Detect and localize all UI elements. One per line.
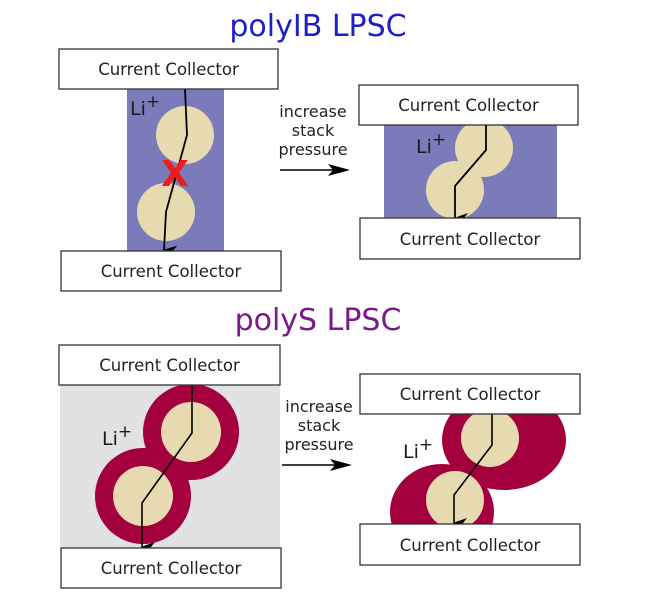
active-particle <box>426 471 484 524</box>
li-ion-label: Li+ <box>416 130 446 158</box>
transition-line-2: stack <box>292 121 335 140</box>
bottom-current-collector <box>60 250 282 292</box>
transition-line-1: increase <box>285 397 352 416</box>
ion-path-arrow <box>453 414 493 528</box>
ion-path-arrow <box>163 88 188 256</box>
bottom-current-collector <box>359 217 581 260</box>
polys-before-cell: Li+ Current Collector Current Collector <box>58 344 282 589</box>
blocked-x-icon: X <box>161 154 189 195</box>
ion-path-arrow <box>141 385 193 552</box>
top-current-collector-label: Current Collector <box>398 96 539 115</box>
polyib-before-cell: X Li+ Current Collector Current Collecto… <box>58 48 282 292</box>
panel-title-polys: polyS LPSC <box>235 303 402 338</box>
li-ion-label: Li+ <box>130 92 160 120</box>
active-particle <box>461 414 519 467</box>
transition-line-1: increase <box>279 102 346 121</box>
top-current-collector <box>58 48 279 90</box>
bottom-current-collector-label: Current Collector <box>101 262 242 281</box>
active-particle <box>113 466 173 526</box>
transition-line-3: pressure <box>278 140 347 159</box>
bottom-current-collector <box>60 547 282 589</box>
top-current-collector-label: Current Collector <box>99 356 240 375</box>
top-current-collector-label: Current Collector <box>98 60 239 79</box>
right-arrow-icon <box>330 459 352 471</box>
bottom-current-collector-label: Current Collector <box>101 559 242 578</box>
right-arrow-icon <box>328 164 350 176</box>
top-current-collector <box>58 344 281 386</box>
top-current-collector-label: Current Collector <box>400 385 541 404</box>
polyib-transition: increase stack pressure <box>278 102 350 176</box>
panel-title-polyib: polyIB LPSC <box>229 9 406 44</box>
active-particle <box>161 402 221 462</box>
bottom-current-collector-label: Current Collector <box>400 536 541 555</box>
active-particle <box>455 119 513 177</box>
top-current-collector <box>359 373 581 415</box>
transition-line-3: pressure <box>284 435 353 454</box>
bottom-current-collector <box>359 523 581 566</box>
top-current-collector <box>358 84 579 126</box>
bottom-current-collector-label: Current Collector <box>400 230 541 249</box>
li-ion-label: Li+ <box>403 435 433 463</box>
polyib-after-cell: Li+ Current Collector Current Collector <box>358 84 581 260</box>
li-ion-label: Li+ <box>102 422 132 450</box>
polys-transition: increase stack pressure <box>282 397 354 471</box>
polys-after-cell: Li+ Current Collector Current Collector <box>359 373 581 566</box>
transition-line-2: stack <box>298 416 341 435</box>
ion-path-arrow <box>454 125 487 223</box>
active-particle <box>156 106 214 164</box>
